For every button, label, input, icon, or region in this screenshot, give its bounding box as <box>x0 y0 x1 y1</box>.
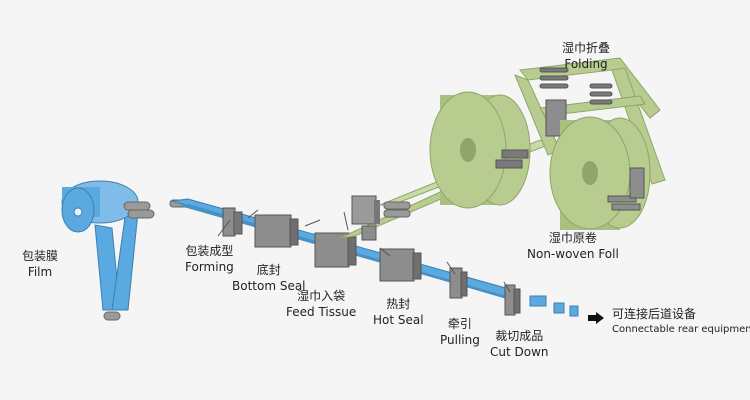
forming-label-en: Forming <box>185 260 234 274</box>
cut-down-label-cn: 裁切成品 <box>495 329 544 343</box>
pulling-label-cn: 牵引 <box>447 317 472 331</box>
rear-label-en: Connectable rear equipment <box>612 324 750 335</box>
leader-lines <box>217 209 511 293</box>
feed-tissue-label-cn: 湿巾入袋 <box>297 289 346 303</box>
film-label-en: Film <box>27 265 53 279</box>
film-roll <box>61 180 139 233</box>
right-roll-stand <box>607 167 645 211</box>
bottom-seal-label-cn: 底封 <box>256 263 281 277</box>
label-cut-down: 裁切成品 Cut Down <box>490 328 549 360</box>
cut-down-station <box>504 284 521 316</box>
right-arrow-icon <box>588 312 604 324</box>
label-feed-tissue: 湿巾入袋 Feed Tissue <box>286 288 356 320</box>
feed-tissue-label-en: Feed Tissue <box>286 305 357 319</box>
film-belt-return <box>111 209 139 311</box>
forming-station <box>222 207 243 237</box>
feed-tissue-station <box>314 232 357 268</box>
label-forming: 包装成型 Forming <box>185 243 234 275</box>
folding-label-en: Folding <box>564 57 608 71</box>
label-nonwoven: 湿巾原卷 Non-woven Foll <box>527 230 619 262</box>
folding-label-cn: 湿巾折叠 <box>562 41 611 55</box>
hot-seal-label-en: Hot Seal <box>373 313 424 327</box>
label-film: 包装膜 Film <box>22 248 58 280</box>
pulling-label-en: Pulling <box>440 333 480 347</box>
finished-packs <box>529 295 579 317</box>
label-rear-equipment: 可连接后道设备 Connectable rear equipment <box>612 306 750 338</box>
rear-label-cn: 可连接后道设备 <box>612 307 697 321</box>
film-label-cn: 包装膜 <box>22 249 59 263</box>
hot-seal-station <box>379 248 422 282</box>
label-pulling: 牵引 Pulling <box>440 316 480 348</box>
nonwoven-label-cn: 湿巾原卷 <box>548 231 597 245</box>
tissue-feed-unit <box>351 195 411 241</box>
bottom-seal-label-en: Bottom Seal <box>232 279 306 293</box>
bottom-seal-station <box>254 214 299 248</box>
forming-label-cn: 包装成型 <box>185 244 234 258</box>
label-folding: 湿巾折叠 Folding <box>562 40 610 72</box>
hot-seal-label-cn: 热封 <box>386 297 411 311</box>
cut-down-label-en: Cut Down <box>490 345 549 359</box>
nonwoven-label-en: Non-woven Foll <box>527 247 619 261</box>
label-hot-seal: 热封 Hot Seal <box>373 296 424 328</box>
pulling-station <box>449 267 468 299</box>
label-bottom-seal: 底封 Bottom Seal <box>232 262 306 294</box>
